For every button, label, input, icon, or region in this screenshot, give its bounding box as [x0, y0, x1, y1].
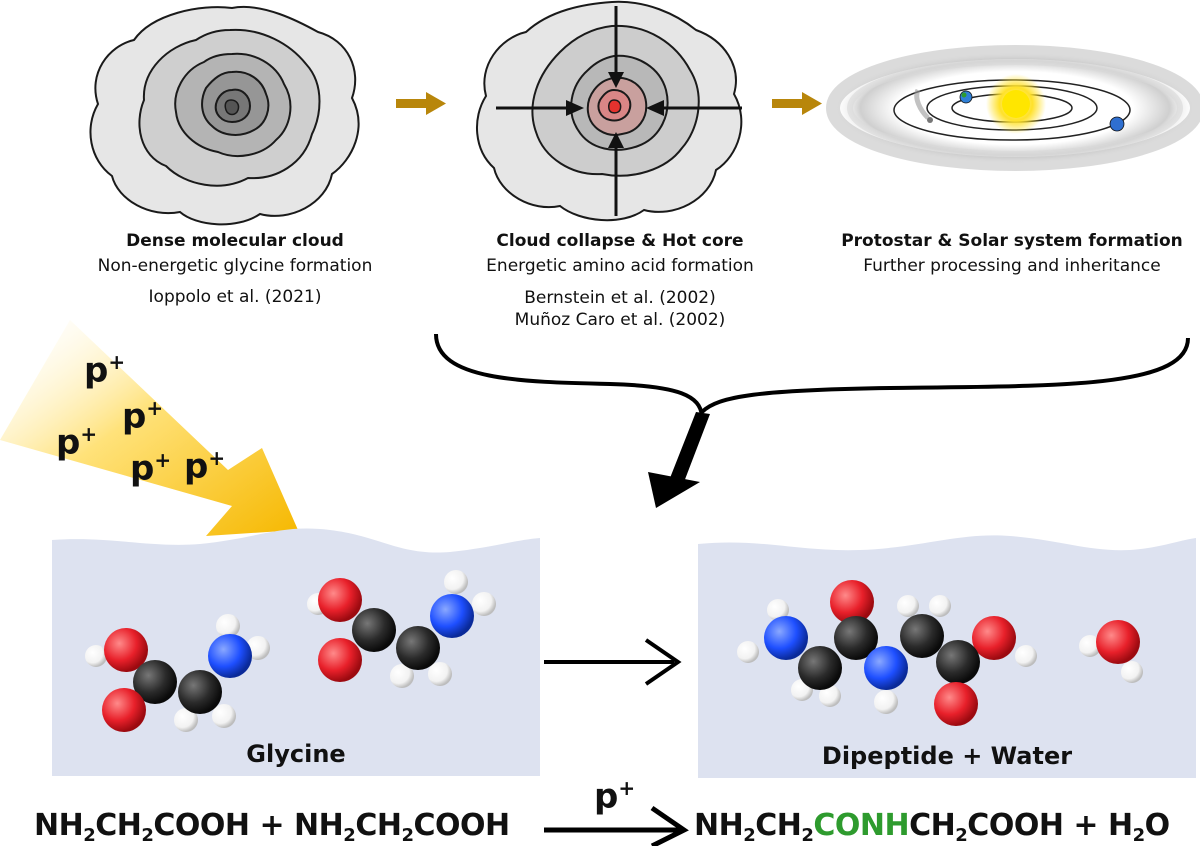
- glycine-molecule-1: [85, 614, 270, 732]
- inheritance-arrow-icon: [434, 333, 1190, 508]
- stage-3-title: Protostar & Solar system formation: [841, 231, 1183, 251]
- glycine-molecule-2: [307, 570, 496, 688]
- stage-1-title: Dense molecular cloud: [126, 231, 344, 251]
- equation-arrow-icon: [544, 805, 689, 849]
- stage-1-subtitle: Non-energetic glycine formation: [97, 256, 373, 276]
- proton-label-4: p+: [130, 448, 172, 489]
- reaction-arrow-icon: [544, 638, 682, 686]
- proton-beam-icon: [0, 320, 298, 536]
- glycine-label: Glycine: [246, 740, 346, 768]
- proton-label-1: p+: [84, 350, 126, 391]
- dense-molecular-cloud-icon: [89, 5, 360, 226]
- stage-2-caption: Cloud collapse & Hot core Energetic amin…: [430, 229, 810, 331]
- collapsing-cloud-hot-core-icon: [476, 0, 743, 222]
- equation-arrow-label: p+: [594, 776, 636, 817]
- equation-products: NH2CH2CONHCH2COOH + H2O: [694, 808, 1170, 846]
- stage-3-caption: Protostar & Solar system formation Furth…: [826, 229, 1198, 279]
- progress-arrow-2-icon: [772, 92, 822, 115]
- dipeptide-water-label: Dipeptide + Water: [821, 742, 1073, 770]
- stage-1-caption: Dense molecular cloud Non-energetic glyc…: [40, 229, 430, 310]
- stage-3-subtitle: Further processing and inheritance: [863, 256, 1161, 276]
- progress-arrow-1-icon: [396, 92, 446, 115]
- proton-label-2: p+: [122, 396, 164, 437]
- proton-label-3: p+: [56, 422, 98, 463]
- solar-system-icon: [826, 45, 1200, 171]
- water-molecule: [1079, 620, 1143, 683]
- peptide-bond-text: CONH: [813, 808, 910, 843]
- stage-2-subtitle: Energetic amino acid formation: [486, 256, 754, 276]
- stage-2-ref-1: Bernstein et al. (2002): [524, 288, 716, 308]
- ice-box-left: [52, 528, 540, 776]
- stage-1-ref-1: Ioppolo et al. (2021): [148, 287, 322, 307]
- stage-2-ref-2: Muñoz Caro et al. (2002): [514, 310, 726, 330]
- dipeptide-molecule: [737, 580, 1037, 726]
- stage-2-title: Cloud collapse & Hot core: [496, 231, 744, 251]
- proton-label-5: p+: [184, 446, 226, 487]
- equation-reactants: NH2CH2COOH + NH2CH2COOH: [34, 808, 510, 846]
